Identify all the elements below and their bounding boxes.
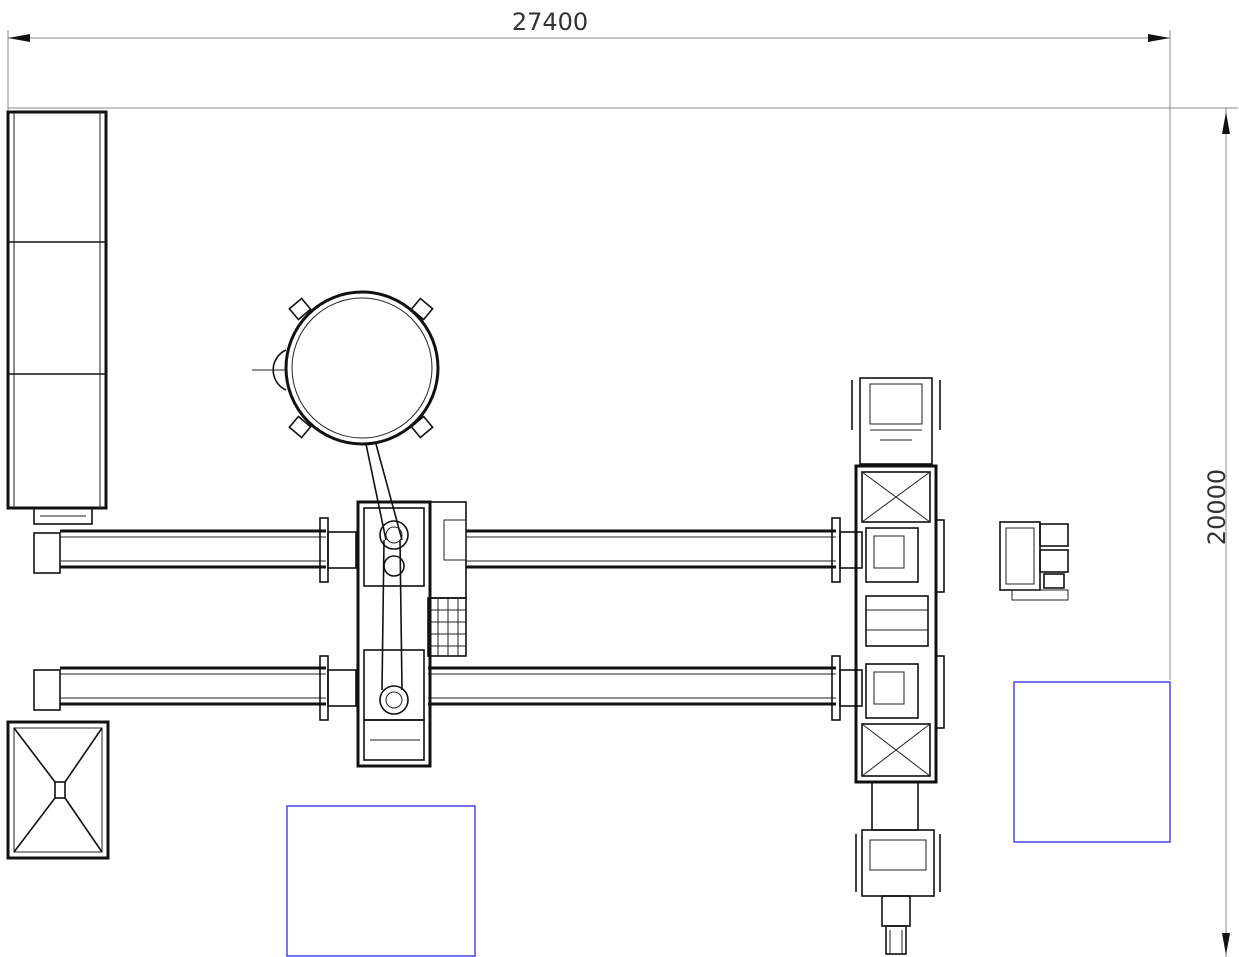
central-machine	[356, 500, 467, 768]
zone-area-left	[286, 805, 476, 957]
width-dimension: 27400	[7, 8, 1171, 680]
conveyor-upper	[33, 517, 863, 583]
height-dimension-label: 20000	[1203, 469, 1231, 545]
right-machine	[851, 377, 945, 955]
hopper	[6, 720, 110, 860]
control-box	[999, 521, 1069, 601]
height-dimension: 20000	[8, 107, 1238, 957]
storage-rack	[6, 110, 108, 525]
width-dimension-label: 27400	[512, 8, 588, 36]
round-tank	[252, 290, 440, 691]
conveyor-lower	[33, 655, 863, 721]
zone-area-right	[1013, 681, 1171, 843]
